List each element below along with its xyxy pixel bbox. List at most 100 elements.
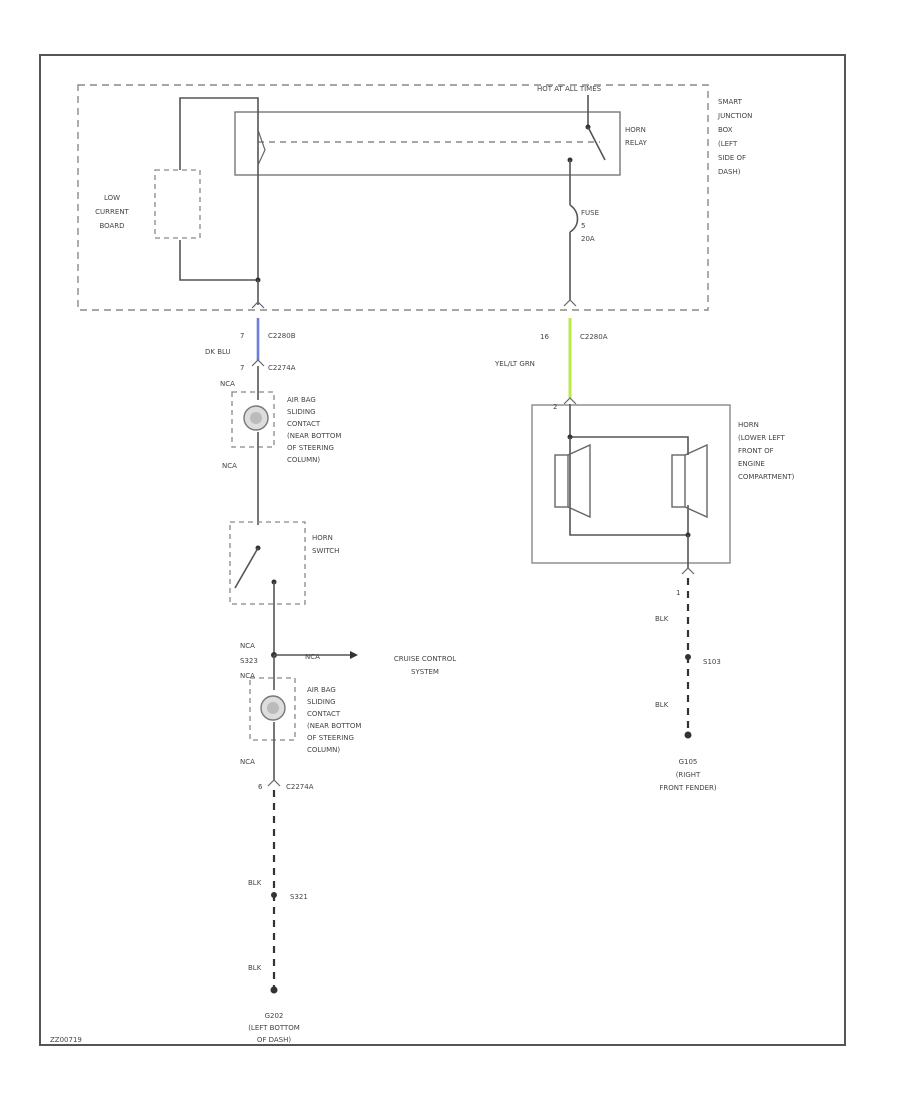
conn-c2274a-top: C2274A — [268, 364, 296, 372]
junction-box-boundary — [77, 84, 709, 311]
splice-s321-label: S321 — [290, 893, 308, 901]
connector-c2280b-symbol — [251, 301, 265, 309]
conn-c2280a: C2280A — [580, 333, 608, 341]
horn-connector-bottom-symbol — [681, 567, 695, 575]
connector-c2274a-top-symbol — [251, 359, 265, 367]
horn-label-4: ENGINE — [738, 460, 765, 468]
ground-g202-label-2: (LEFT BOTTOM — [248, 1024, 300, 1032]
clockspring-lower-label-3: CONTACT — [307, 710, 341, 718]
board-label-2: CURRENT — [95, 208, 129, 216]
wire-blk-right-2: BLK — [655, 701, 669, 709]
horn-speaker-left — [554, 443, 591, 519]
clockspring-lower-label-4: (NEAR BOTTOM — [307, 722, 361, 730]
ground-g105-label-3: FRONT FENDER) — [659, 784, 716, 792]
low-current-wire — [179, 112, 259, 281]
ground-g202-label-3: OF DASH) — [257, 1036, 292, 1044]
horn-internal-wire-left — [569, 437, 688, 536]
board-label-3: BOARD — [99, 222, 124, 230]
junction-box-name-1: SMART — [718, 98, 743, 106]
splice-s103 — [685, 654, 691, 660]
horn-label-5: COMPARTMENT) — [738, 473, 795, 481]
wire-color-yel-lt-grn: YEL/LT GRN — [494, 360, 535, 368]
cruise-arrow — [350, 651, 358, 659]
splice-s103-label: S103 — [703, 658, 721, 666]
tag-nca-5: NCA — [240, 758, 255, 766]
ground-g105-label-1: G105 — [679, 758, 698, 766]
clockspring-lower-label-2: SLIDING — [307, 698, 336, 706]
ground-g202-label-1: G202 — [265, 1012, 284, 1020]
clockspring-upper-label-3: CONTACT — [287, 420, 321, 428]
ground-g105-label-2: (RIGHT — [676, 771, 701, 779]
junction-box-name-5: SIDE OF — [718, 154, 746, 162]
connector-c2274a-bottom-symbol — [267, 779, 281, 787]
wire-blk-left-1: BLK — [248, 879, 262, 887]
branch-tag-nca: NCA — [305, 653, 320, 661]
clockspring-upper-label-5: OF STEERING — [287, 444, 334, 452]
conn-c2280b: C2280B — [268, 332, 296, 340]
clockspring-lower-label-6: COLUMN) — [307, 746, 340, 754]
horn-relay-label-2: RELAY — [625, 139, 648, 147]
horn-pin-top: 2 — [553, 403, 557, 411]
tag-nca-4: NCA — [240, 672, 255, 680]
clockspring-upper-label-6: COLUMN) — [287, 456, 320, 464]
ground-g202 — [270, 986, 278, 994]
clockspring-lower — [249, 677, 296, 741]
relay-switch-arm — [587, 126, 606, 161]
tag-nca-3: NCA — [240, 642, 255, 650]
footer-code: ZZ00719 — [50, 1036, 82, 1044]
junction-box-name-4: (LEFT — [718, 140, 738, 148]
horn-switch-arm — [234, 547, 259, 589]
wire-color-dk-blu: DK BLU — [205, 348, 231, 356]
coil-left-lead — [257, 129, 266, 166]
conn-c2274a-bottom: C2274A — [286, 783, 314, 791]
pin-c2274a-bottom: 6 — [258, 783, 263, 791]
splice-s321 — [271, 892, 277, 898]
horn-switch-label-1: HORN — [312, 534, 333, 542]
clockspring-lower-label-5: OF STEERING — [307, 734, 354, 742]
cruise-label-2: SYSTEM — [411, 668, 439, 676]
cruise-label-1: CRUISE CONTROL — [394, 655, 456, 663]
low-current-board — [154, 169, 201, 239]
outer-frame — [39, 54, 846, 1046]
clockspring-upper-label-1: AIR BAG — [287, 396, 316, 404]
horn-relay-box — [234, 111, 621, 176]
wire-blk-right-1: BLK — [655, 615, 669, 623]
connector-c2280a-symbol — [563, 299, 577, 307]
horn-connector-symbol — [563, 397, 577, 405]
board-label-1: LOW — [104, 194, 120, 202]
clockspring-upper-label-4: (NEAR BOTTOM — [287, 432, 341, 440]
tag-nca-1: NCA — [220, 380, 235, 388]
clockspring-lower-label-1: AIR BAG — [307, 686, 336, 694]
horn-label-1: HORN — [738, 421, 759, 429]
horn-label-2: (LOWER LEFT — [738, 434, 786, 442]
pin-c2274a-top: 7 — [240, 364, 244, 372]
junction-box-name-3: BOX — [718, 126, 733, 134]
horn-switch-box — [229, 521, 306, 605]
low-current-wire-top — [179, 97, 259, 170]
tag-nca-2: NCA — [222, 462, 237, 470]
wire-blk-left-2: BLK — [248, 964, 262, 972]
fuse-label-1: FUSE — [581, 209, 599, 217]
fuse-symbol — [569, 204, 579, 233]
horn-pin-bottom: 1 — [676, 589, 680, 597]
splice-s323-label: S323 — [240, 657, 258, 665]
clockspring-upper-label-2: SLIDING — [287, 408, 316, 416]
horn-internal-wire-top — [569, 404, 689, 455]
horn-label-3: FRONT OF — [738, 447, 774, 455]
horn-relay-label-1: HORN — [625, 126, 646, 134]
pin-c2280b: 7 — [240, 332, 244, 340]
ground-g105 — [684, 731, 692, 739]
clockspring-lower-hub — [267, 702, 279, 714]
horn-speaker-right — [671, 443, 708, 519]
junction-box-name-6: DASH) — [718, 168, 741, 176]
pin-c2280a: 16 — [540, 333, 549, 341]
junction-box-name-2: JUNCTION — [717, 112, 752, 120]
horn-assembly-box — [531, 404, 731, 564]
clockspring-upper-hub — [250, 412, 262, 424]
fuse-label-3: 20A — [581, 235, 595, 243]
clockspring-upper — [231, 391, 275, 448]
horn-switch-label-2: SWITCH — [312, 547, 339, 555]
hot-label: HOT AT ALL TIMES — [537, 85, 602, 93]
fuse-label-2: 5 — [581, 222, 585, 230]
